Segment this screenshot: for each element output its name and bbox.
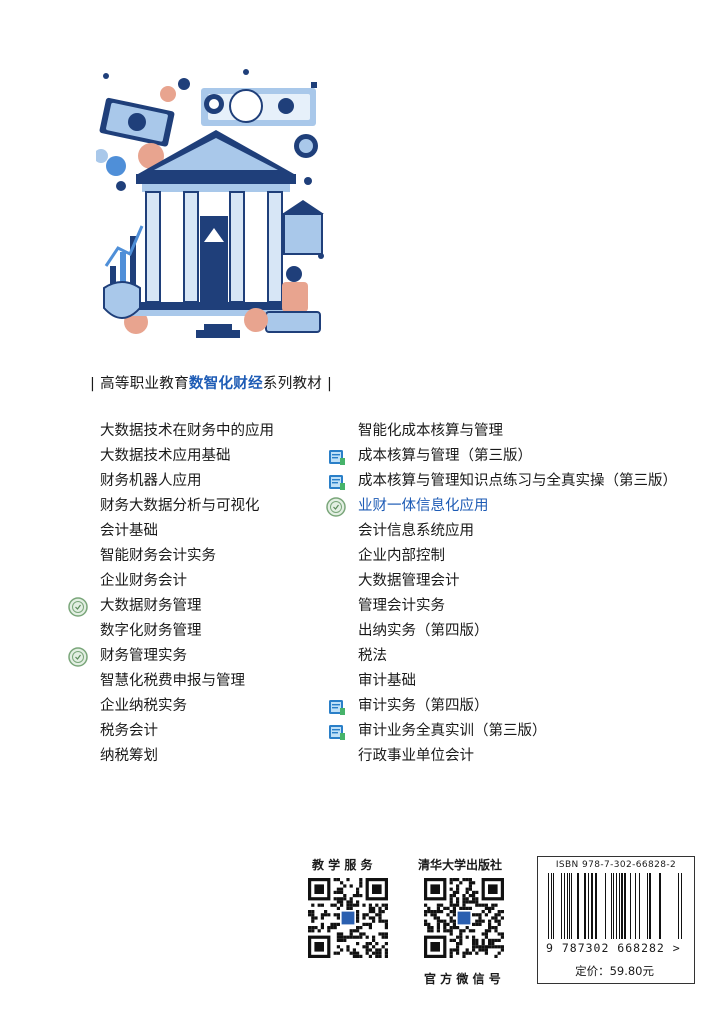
book-title-item: 成本核算与管理（第三版） [329, 444, 677, 469]
digital-book-icon [329, 725, 345, 740]
digital-book-icon [329, 700, 345, 715]
book-title: 审计基础 [358, 673, 416, 689]
book-title: 出纳实务（第四版） [358, 623, 489, 639]
teaching-service-label: 教 学 服 务 [312, 858, 373, 872]
book-title-item: 智慧化税费申报与管理 [100, 669, 274, 694]
book-title: 行政事业单位会计 [358, 748, 474, 764]
book-title-item: 纳税筹划 [100, 744, 274, 769]
book-title-item: 企业内部控制 [358, 544, 677, 569]
cover-illustration [96, 69, 324, 338]
book-title-item: 行政事业单位会计 [358, 744, 677, 769]
book-title-item: 审计基础 [358, 669, 677, 694]
book-title: 管理会计实务 [358, 598, 445, 614]
book-title-item: 大数据财务管理 [68, 594, 274, 619]
book-title-item: 会计基础 [100, 519, 274, 544]
book-title: 企业财务会计 [100, 573, 187, 589]
series-title: | 高等职业教育数智化财经系列教材 | [90, 372, 332, 393]
book-title-item: 财务管理实务 [68, 644, 274, 669]
book-title: 税法 [358, 648, 387, 664]
book-title: 大数据技术在财务中的应用 [100, 423, 274, 439]
award-medal-icon [326, 497, 346, 517]
award-medal-icon [68, 597, 88, 617]
isbn-number: 9 787302 668282 > [546, 941, 681, 955]
book-title: 大数据财务管理 [100, 598, 202, 614]
book-title: 会计基础 [100, 523, 158, 539]
book-title-item: 大数据技术应用基础 [100, 444, 274, 469]
book-title-item: 大数据技术在财务中的应用 [100, 419, 274, 444]
book-title: 审计业务全真实训（第三版） [358, 723, 547, 739]
book-title-item: 会计信息系统应用 [358, 519, 677, 544]
book-title-item: 企业纳税实务 [100, 694, 274, 719]
book-title: 智慧化税费申报与管理 [100, 673, 245, 689]
isbn-text: ISBN 978-7-302-66828-2 [555, 860, 677, 870]
price-label: 定价：59.80元 [575, 964, 654, 978]
book-title: 业财一体信息化应用 [358, 498, 489, 514]
book-title-item: 业财一体信息化应用 [326, 494, 677, 519]
isbn-barcode-box: ISBN 978-7-302-66828-2 9 787302 668282 >… [537, 856, 695, 984]
barcode-icon [548, 873, 682, 939]
book-title-item: 审计实务（第四版） [329, 694, 677, 719]
publisher-label: 清华大学出版社 [418, 858, 503, 872]
book-title: 成本核算与管理知识点练习与全真实操（第三版） [358, 473, 677, 489]
book-title: 智能化成本核算与管理 [358, 423, 503, 439]
digital-book-icon [329, 475, 345, 490]
book-list-right: 智能化成本核算与管理成本核算与管理（第三版） 成本核算与管理知识点练习与全真实操（… [326, 419, 677, 769]
book-title: 会计信息系统应用 [358, 523, 474, 539]
book-title-item: 成本核算与管理知识点练习与全真实操（第三版） [329, 469, 677, 494]
book-title-item: 企业财务会计 [100, 569, 274, 594]
series-title-highlight: 数智化财经 [188, 376, 263, 392]
digital-book-icon [329, 450, 345, 465]
book-title: 财务机器人应用 [100, 473, 202, 489]
book-title-item: 财务大数据分析与可视化 [100, 494, 274, 519]
book-title-item: 审计业务全真实训（第三版） [329, 719, 677, 744]
book-title-item: 智能化成本核算与管理 [358, 419, 677, 444]
book-title: 大数据技术应用基础 [100, 448, 231, 464]
book-title: 企业内部控制 [358, 548, 445, 564]
series-title-suffix: 系列教材 | [262, 376, 333, 392]
book-title: 企业纳税实务 [100, 698, 187, 714]
series-title-prefix: | 高等职业教育 [90, 376, 189, 392]
book-title: 财务大数据分析与可视化 [100, 498, 260, 514]
book-title: 智能财务会计实务 [100, 548, 216, 564]
book-title-item: 税务会计 [100, 719, 274, 744]
book-title: 财务管理实务 [100, 648, 187, 664]
book-title: 大数据管理会计 [358, 573, 460, 589]
book-title-item: 智能财务会计实务 [100, 544, 274, 569]
book-title-item: 数字化财务管理 [100, 619, 274, 644]
book-title: 审计实务（第四版） [358, 698, 489, 714]
book-title-item: 财务机器人应用 [100, 469, 274, 494]
book-title: 纳税筹划 [100, 748, 158, 764]
book-title-item: 大数据管理会计 [358, 569, 677, 594]
award-medal-icon [68, 647, 88, 667]
book-title: 成本核算与管理（第三版） [358, 448, 532, 464]
book-title: 数字化财务管理 [100, 623, 202, 639]
book-list-left: 大数据技术在财务中的应用大数据技术应用基础财务机器人应用财务大数据分析与可视化会… [68, 419, 274, 769]
official-account-label: 官 方 微 信 号 [424, 972, 501, 986]
book-title-item: 管理会计实务 [358, 594, 677, 619]
book-title: 税务会计 [100, 723, 158, 739]
book-title-item: 税法 [358, 644, 677, 669]
publisher-qr-code[interactable] [424, 878, 504, 958]
teaching-service-qr-code[interactable] [308, 878, 388, 958]
book-title-item: 出纳实务（第四版） [358, 619, 677, 644]
